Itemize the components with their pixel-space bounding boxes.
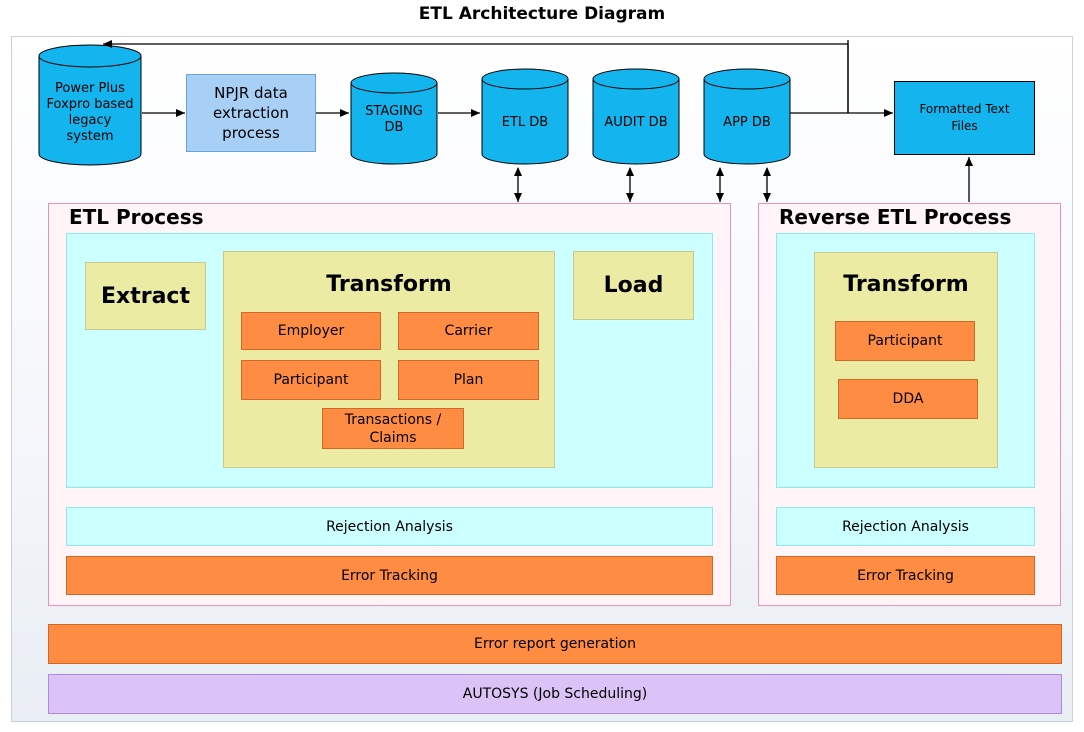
formatted-text-files-box: Formatted Text Files: [894, 81, 1035, 155]
transform-title: Transform: [326, 271, 452, 297]
etl-error-tracking-bar: Error Tracking: [66, 556, 713, 595]
error-report-generation-bar: Error report generation: [48, 624, 1062, 664]
staging-db-label: STAGING DB: [365, 104, 423, 135]
app-db-cylinder: APP DB: [703, 68, 791, 166]
etl-process-title: ETL Process: [69, 205, 204, 229]
audit-db-label: AUDIT DB: [604, 115, 668, 130]
employer-box: Employer: [241, 312, 381, 350]
app-db-label: APP DB: [723, 115, 771, 130]
load-box: Load: [573, 251, 694, 320]
legacy-system-cylinder: Power Plus Foxpro based legacy system: [38, 44, 142, 166]
diagram-title: ETL Architecture Diagram: [418, 4, 666, 24]
transactions-claims-box: Transactions / Claims: [322, 408, 464, 449]
etl-rejection-analysis-bar: Rejection Analysis: [66, 507, 713, 546]
audit-db-cylinder: AUDIT DB: [592, 68, 680, 166]
npjr-extraction-box: NPJR data extraction process: [186, 74, 316, 152]
plan-box: Plan: [398, 360, 539, 400]
extract-box: Extract: [85, 262, 206, 330]
participant-box: Participant: [241, 360, 381, 400]
reverse-transform-title: Transform: [843, 271, 969, 297]
autosys-job-scheduling-bar: AUTOSYS (Job Scheduling): [48, 674, 1062, 714]
reverse-rejection-analysis-bar: Rejection Analysis: [776, 507, 1035, 546]
reverse-dda-box: DDA: [838, 379, 978, 419]
carrier-box: Carrier: [398, 312, 539, 350]
etl-db-cylinder: ETL DB: [481, 68, 569, 166]
staging-db-cylinder: STAGING DB: [350, 72, 438, 166]
etl-db-label: ETL DB: [501, 115, 549, 130]
reverse-error-tracking-bar: Error Tracking: [776, 556, 1035, 595]
reverse-participant-box: Participant: [835, 321, 975, 361]
legacy-system-label: Power Plus Foxpro based legacy system: [46, 81, 134, 144]
reverse-etl-title: Reverse ETL Process: [779, 205, 1012, 229]
